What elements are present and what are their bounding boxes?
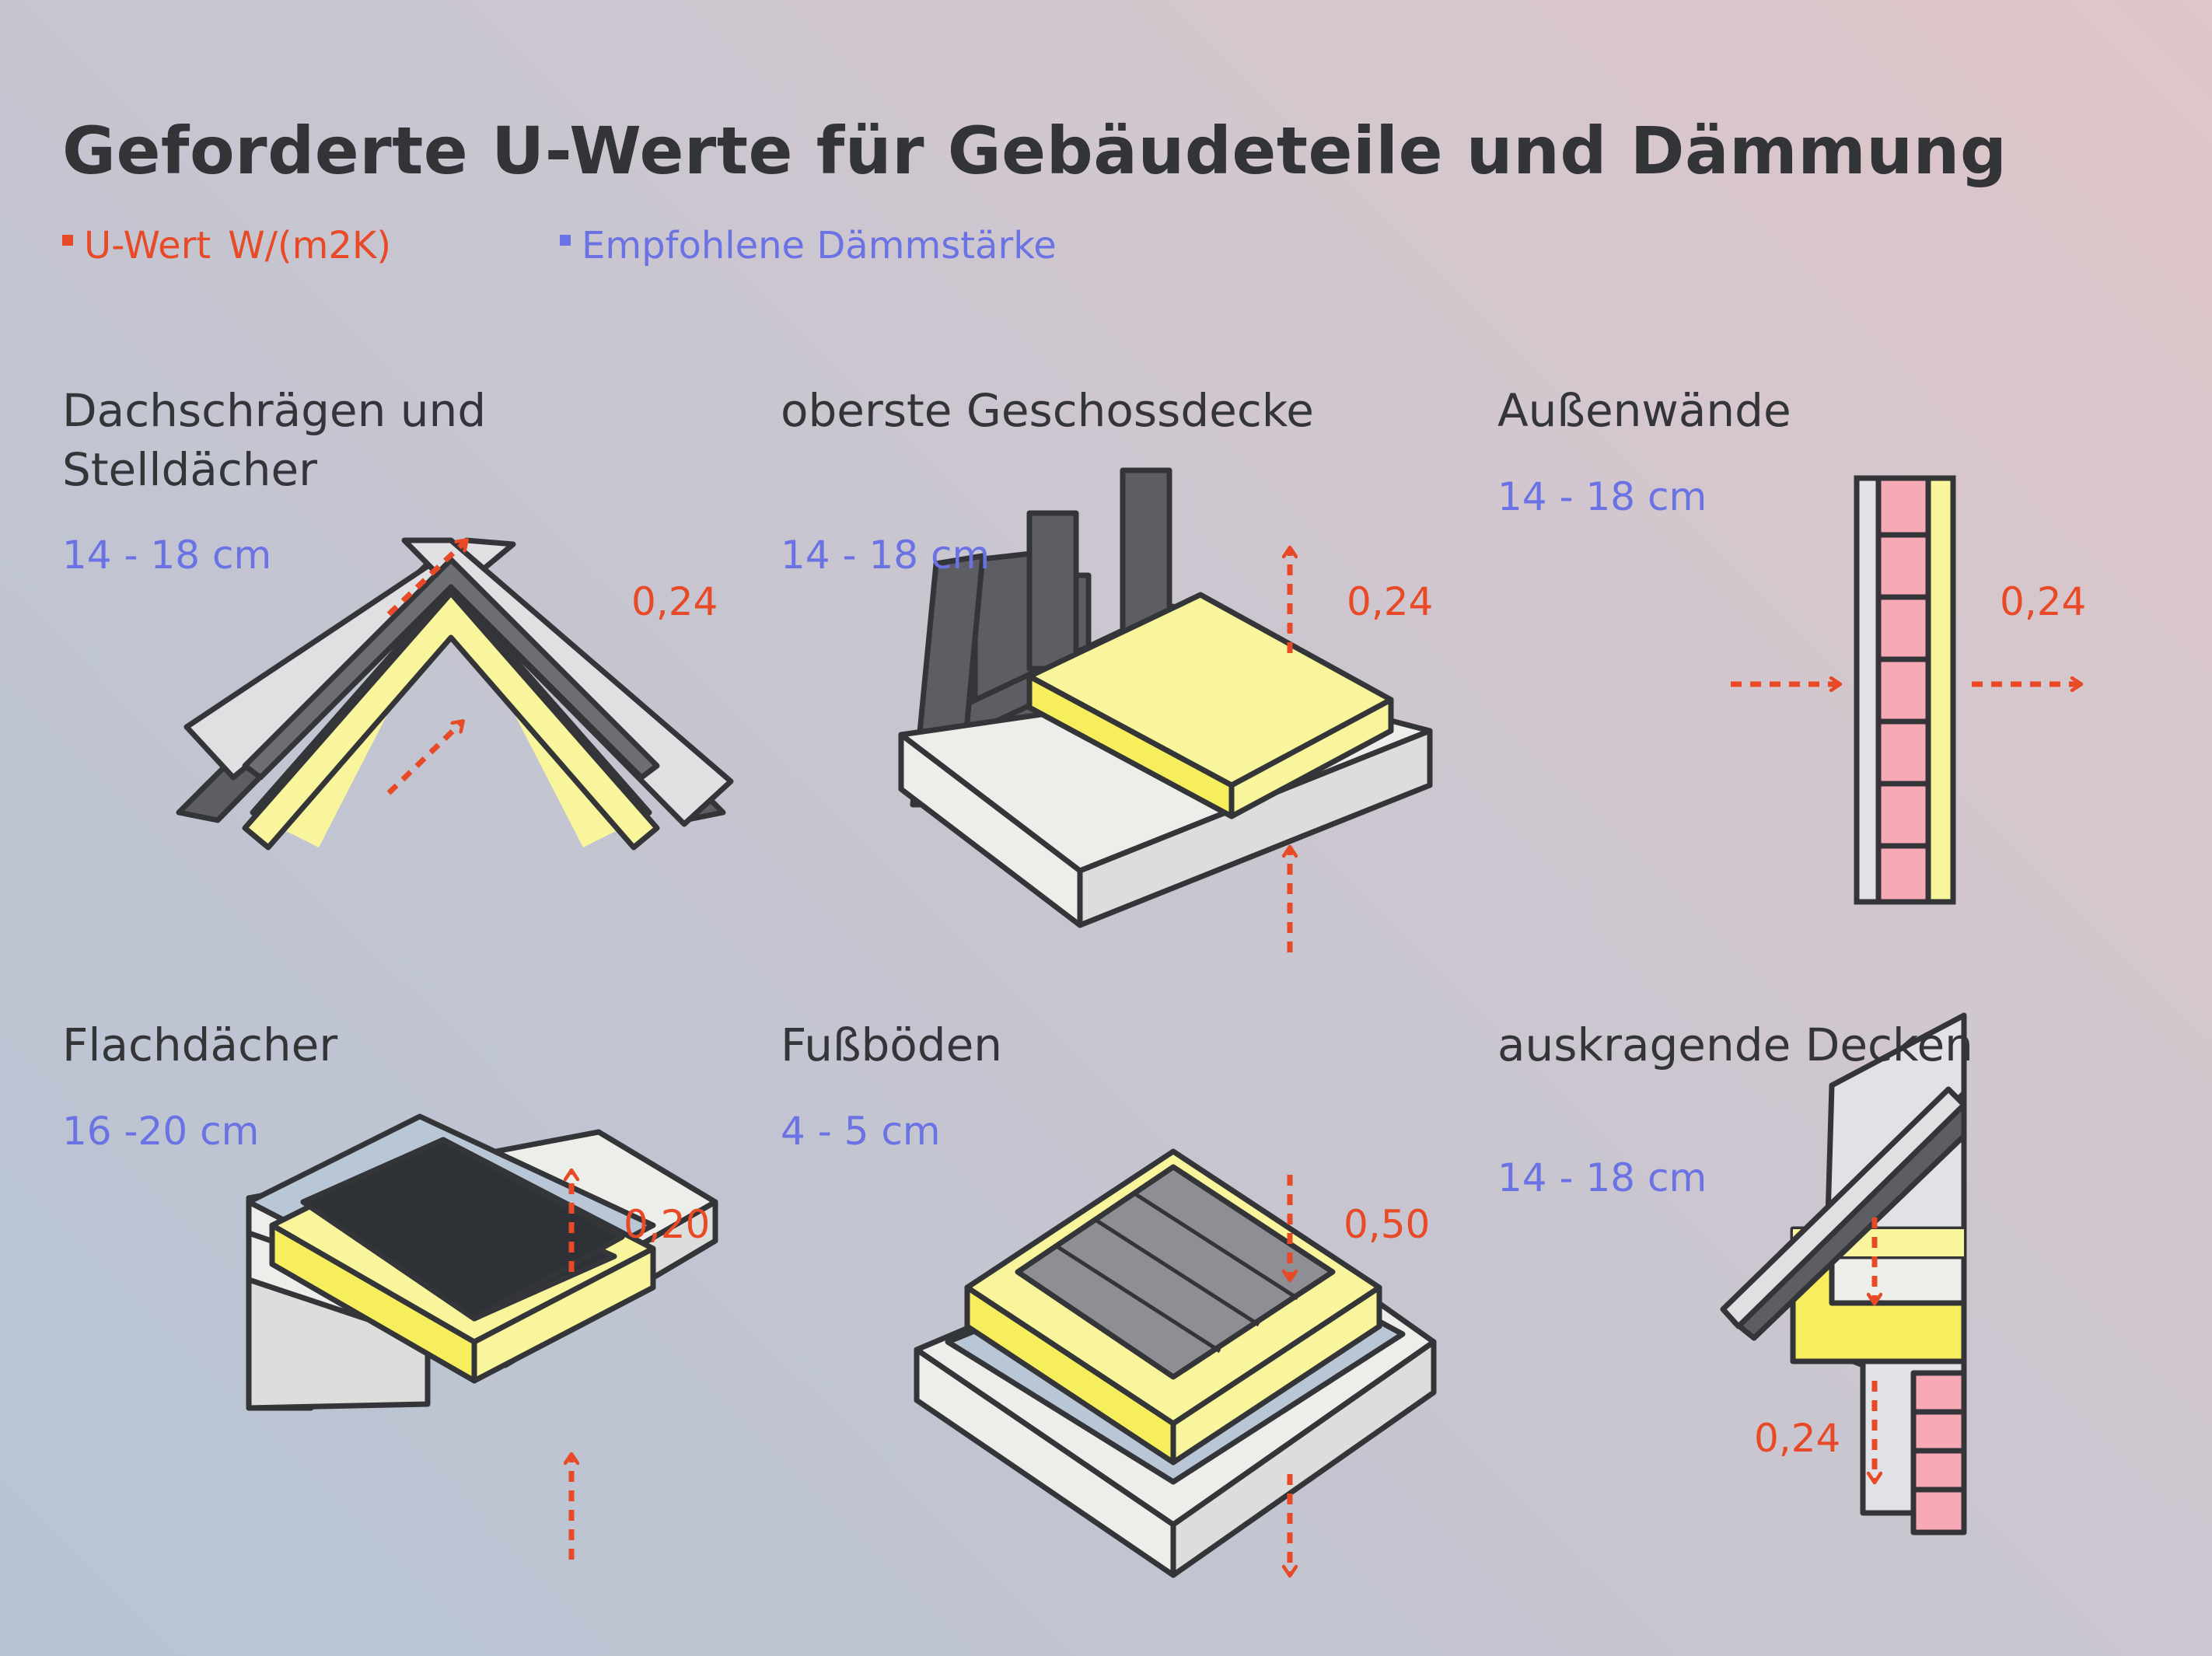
panel-title: Dachschrägen und Stelldächer bbox=[62, 384, 487, 496]
thickness-swatch-icon bbox=[560, 235, 571, 246]
panel-auskragende: auskragende Decken 14 - 18 cm 0,24 bbox=[1497, 1012, 2197, 1637]
u-value-swatch-icon bbox=[62, 235, 73, 246]
u-value: 0,24 bbox=[1754, 1416, 1841, 1461]
thickness-value: 14 - 18 cm bbox=[1497, 474, 1707, 519]
thickness-value: 14 - 18 cm bbox=[62, 533, 272, 578]
thickness-value: 4 - 5 cm bbox=[781, 1109, 941, 1154]
panel-dachschraegen: Dachschrägen und Stelldächer 14 - 18 cm … bbox=[62, 381, 762, 1003]
legend-u-value: U-Wert W/(m2K) bbox=[62, 224, 391, 267]
panel-flachdaecher: Flachdächer 16 -20 cm 0,20 bbox=[62, 1015, 762, 1637]
flat-roof-illustration bbox=[246, 1113, 718, 1560]
panel-title: Flachdächer bbox=[62, 1018, 338, 1071]
thickness-value: 16 -20 cm bbox=[62, 1109, 260, 1154]
panel-title: auskragende Decken bbox=[1497, 1018, 1973, 1071]
legend-u-unit: W/(m2K) bbox=[228, 224, 392, 267]
panel-fussboeden: Fußböden 4 - 5 cm 0,50 bbox=[781, 1015, 1480, 1637]
cantilever-ceiling-illustration bbox=[1720, 1012, 1967, 1535]
thickness-value: 14 - 18 cm bbox=[781, 533, 991, 578]
u-value: 0,24 bbox=[1347, 579, 1434, 624]
panel-title: Fußböden bbox=[781, 1018, 1003, 1071]
legend-thickness: Empfohlene Dämmstärke bbox=[560, 224, 1057, 267]
panel-geschossdecke: oberste Geschossdecke 14 - 18 cm 0,24 bbox=[781, 381, 1480, 1003]
u-value: 0,20 bbox=[624, 1202, 711, 1247]
u-value: 0,50 bbox=[1344, 1202, 1431, 1247]
panel-title: oberste Geschossdecke bbox=[781, 384, 1314, 437]
exterior-wall-illustration bbox=[1731, 475, 2197, 905]
legend-u-label: U-Wert bbox=[84, 224, 211, 267]
u-value: 0,24 bbox=[2000, 579, 2087, 624]
u-value: 0,24 bbox=[631, 579, 718, 624]
legend-thickness-label: Empfohlene Dämmstärke bbox=[582, 224, 1057, 267]
thickness-value: 14 - 18 cm bbox=[1497, 1155, 1707, 1200]
panel-aussenwaende: Außenwände 14 - 18 cm 0,24 bbox=[1497, 381, 2197, 1003]
page-title: Geforderte U-Werte für Gebäudeteile und … bbox=[62, 113, 2008, 189]
floor-illustration bbox=[914, 1148, 1437, 1578]
pitched-roof-illustration bbox=[176, 537, 734, 851]
panel-title: Außenwände bbox=[1497, 384, 1791, 437]
top-ceiling-illustration bbox=[898, 467, 1433, 952]
